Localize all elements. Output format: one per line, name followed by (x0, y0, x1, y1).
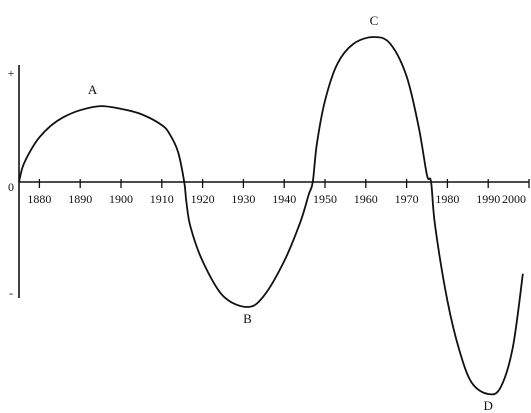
y-axis-plus-label: + (8, 66, 15, 80)
x-tick-label-1900: 1900 (109, 192, 133, 206)
x-tick-label-1940: 1940 (272, 192, 296, 206)
x-axis-ticks: 1880 1890 1900 1910 1920 1930 1940 1950 1960 1970… (27, 179, 530, 206)
annotation-c: C (370, 13, 379, 28)
x-tick-label-1890: 1890 (68, 192, 92, 206)
x-tick-label-1920: 1920 (191, 192, 215, 206)
x-tick-label-1970: 1970 (395, 192, 419, 206)
annotation-b: B (243, 311, 252, 326)
point-annotations: A B C D (88, 13, 493, 413)
y-axis-minus-label: - (9, 286, 13, 300)
x-tick-label-1910: 1910 (150, 192, 174, 206)
annotation-d: D (484, 398, 493, 413)
x-tick-label-1980: 1980 (435, 192, 459, 206)
x-tick-label-1880: 1880 (27, 192, 51, 206)
x-tick-label-1990: 1990 (476, 192, 500, 206)
x-tick-label-1930: 1930 (231, 192, 255, 206)
x-tick-label-1950: 1950 (313, 192, 337, 206)
annotation-a: A (88, 82, 98, 97)
series-curve (18, 36, 524, 396)
x-tick-label-2000: 2000 (502, 192, 526, 206)
x-tick-label-1960: 1960 (354, 192, 378, 206)
y-axis-zero-label: 0 (8, 180, 14, 194)
